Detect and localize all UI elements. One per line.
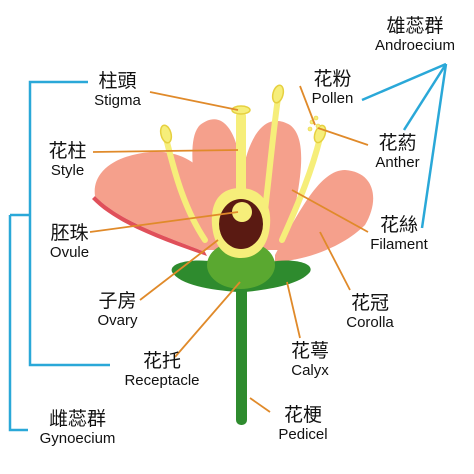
pointer-anther xyxy=(317,127,369,146)
label-ovule: 胚珠 Ovule xyxy=(49,222,90,261)
petal-right xyxy=(275,170,374,262)
filament-left xyxy=(163,135,208,243)
pointer-filament xyxy=(291,189,369,233)
label-androecium: 雄蕊群 Androecium xyxy=(374,15,456,54)
pointer-ovary xyxy=(139,239,219,301)
pointer-ovule xyxy=(89,211,239,233)
pointer-receptacle xyxy=(174,281,241,358)
anther-mid xyxy=(271,84,285,104)
pedicel-shape xyxy=(236,280,247,425)
anther-left xyxy=(159,124,173,144)
petal-left-edge xyxy=(92,196,207,256)
androecium-line-anther xyxy=(402,63,448,131)
label-receptacle: 花托 Receptacle xyxy=(124,350,200,389)
label-ovary: 子房 Ovary xyxy=(97,290,138,329)
label-gynoecium: 雌蕊群 Gynoecium xyxy=(39,408,116,447)
ovule-shape xyxy=(219,199,263,249)
pointer-style xyxy=(92,149,239,153)
pointer-lines xyxy=(89,85,369,413)
gynoecium-bracket xyxy=(28,80,110,367)
label-stigma: 柱頭 Stigma xyxy=(94,70,141,109)
receptacle-shape xyxy=(207,241,275,289)
stigma-shape xyxy=(231,105,251,115)
pointer-pollen xyxy=(299,85,316,126)
pointer-corolla xyxy=(319,231,351,291)
gynoecium-bracket-foot xyxy=(8,215,28,432)
androecium-line-filament xyxy=(420,63,448,229)
androecium-line-pollen xyxy=(361,62,447,102)
label-filament: 花絲 Filament xyxy=(370,214,428,253)
ovule-highlight xyxy=(232,202,252,222)
label-pedicel: 花梗 Pedicel xyxy=(278,404,328,443)
style-shape xyxy=(236,112,246,194)
label-corolla: 花冠 Corolla xyxy=(346,292,394,331)
pointer-pedicel xyxy=(249,397,271,413)
label-anther: 花葯 Anther xyxy=(375,132,420,171)
label-pollen: 花粉 Pollen xyxy=(311,68,354,107)
pointer-stigma xyxy=(149,91,239,111)
label-calyx: 花萼 Calyx xyxy=(290,340,329,379)
bracket-lines xyxy=(8,62,448,432)
pistil xyxy=(211,105,271,258)
filament-right xyxy=(279,135,323,243)
pointer-calyx xyxy=(286,281,301,339)
label-style: 花柱 Style xyxy=(48,140,87,179)
